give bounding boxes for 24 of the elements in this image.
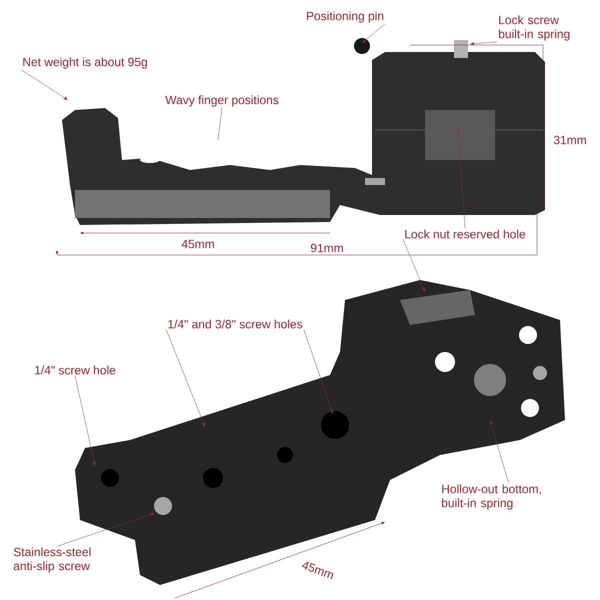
leader-line — [490, 420, 509, 484]
leader-line — [57, 512, 155, 546]
leader-line — [74, 375, 96, 466]
callout-text: Stainless-steel anti-slip screw — [14, 547, 90, 573]
leader-line — [456, 128, 466, 229]
callout-text: Wavy finger positions — [165, 95, 278, 107]
callout-text: 1/4" and 3/8" screw holes — [168, 320, 302, 328]
callout-text: Lock screw built-in spring — [498, 15, 570, 41]
dimension-label: 45mm — [302, 562, 334, 580]
dimension-label: 31mm — [554, 136, 586, 144]
leader-line — [402, 239, 425, 292]
dimension-label: 91mm — [310, 244, 343, 252]
leader-line — [218, 108, 222, 140]
callout-text: Hollow-out bottom, built-in spring — [442, 484, 541, 510]
leader-line — [20, 70, 68, 100]
callout-text: Positioning pin — [306, 11, 384, 23]
callout-text: Lock nut reserved hole — [405, 230, 526, 238]
leader-line — [304, 329, 334, 414]
leader-line — [470, 42, 498, 46]
callout-text: Net weight is about 95g — [23, 57, 147, 69]
leader-line — [166, 329, 205, 427]
dimension-label: 45mm — [182, 240, 214, 248]
callout-text: 1/4" screw hole — [35, 366, 116, 374]
leader-line — [362, 24, 386, 43]
